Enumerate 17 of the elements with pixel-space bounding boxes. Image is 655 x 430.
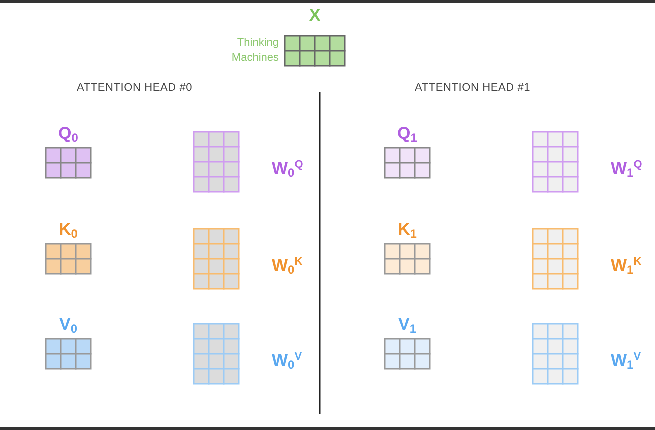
- matrix: [45, 316, 92, 370]
- matrix: [384, 316, 431, 370]
- row-label: Thinking: [237, 36, 279, 51]
- matrix-label: Q$_{1}$: [396, 125, 418, 147]
- matrix-label: V$_{0}$: [58, 316, 79, 338]
- section-heading: ATTENTION HEAD #0: [77, 82, 193, 94]
- matrix-label: K$_{1}$: [397, 221, 418, 243]
- matrix: [384, 221, 431, 275]
- section-heading: ATTENTION HEAD #1: [415, 82, 531, 94]
- matrix: [45, 125, 92, 179]
- matrix-label: X: [308, 7, 322, 25]
- matrix: [384, 125, 431, 179]
- row-label: Machines: [232, 51, 279, 66]
- matrix-label: V$_{1}$: [397, 316, 418, 338]
- matrix-label: Q$_{0}$: [58, 125, 80, 147]
- matrix-label: K$_{0}$: [58, 221, 79, 243]
- matrix: [45, 221, 92, 275]
